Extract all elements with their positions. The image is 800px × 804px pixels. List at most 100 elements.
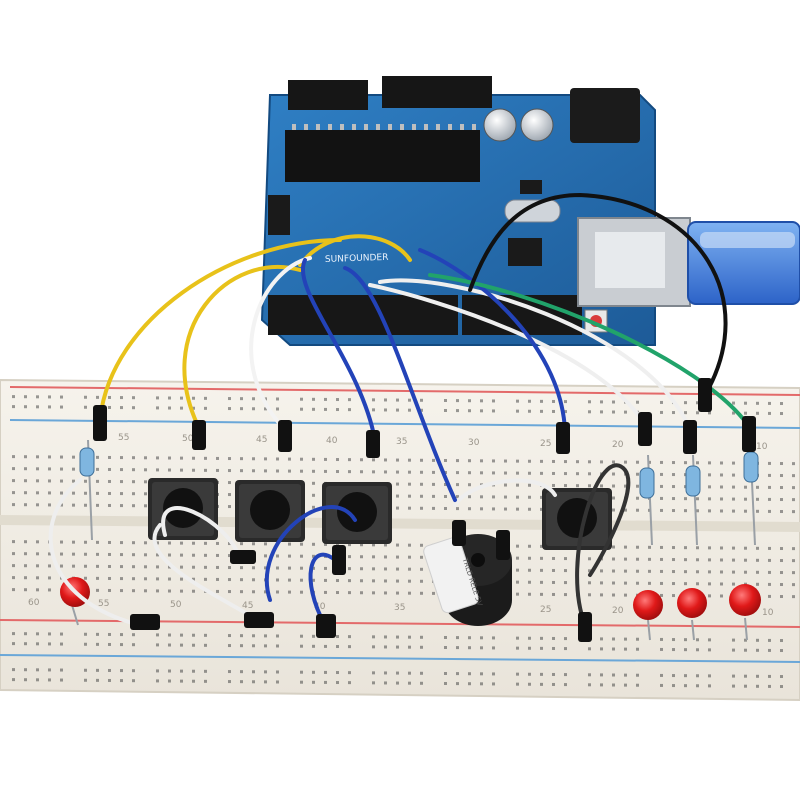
breadboard-hole [408, 635, 411, 639]
breadboard-hole [180, 565, 183, 569]
breadboard-hole [288, 566, 291, 570]
breadboard-hole [324, 407, 327, 411]
breadboard-hole [516, 471, 519, 475]
breadboard-hole [192, 396, 195, 400]
breadboard-hole [504, 459, 507, 463]
breadboard-hole [84, 632, 87, 636]
breadboard-hole [12, 540, 15, 544]
breadboard-hole [228, 644, 231, 648]
breadboard-hole [84, 678, 87, 682]
breadboard-hole [516, 672, 519, 676]
breadboard-hole [12, 576, 15, 580]
breadboard-hole [540, 471, 543, 475]
breadboard-hole [228, 481, 231, 485]
buzzer: TRLD RELE 5V [423, 534, 512, 626]
breadboard-hole [120, 669, 123, 673]
breadboard-hole [120, 589, 123, 593]
breadboard-hole [120, 565, 123, 569]
breadboard-hole [84, 395, 87, 399]
breadboard-hole [612, 545, 615, 549]
breadboard-hole [672, 461, 675, 465]
breadboard-hole [696, 684, 699, 688]
breadboard-hole [540, 495, 543, 499]
breadboard-hole [492, 507, 495, 511]
breadboard-hole [720, 594, 723, 598]
breadboard-hole [684, 461, 687, 465]
breadboard-hole [444, 470, 447, 474]
breadboard-hole [564, 683, 567, 687]
resistor [79, 439, 95, 541]
breadboard-hole [744, 648, 747, 652]
breadboard-hole [180, 679, 183, 683]
breadboard-hole [672, 582, 675, 586]
breadboard-hole [72, 455, 75, 459]
breadboard-hole [528, 495, 531, 499]
breadboard-hole [600, 400, 603, 404]
breadboard-hole [228, 680, 231, 684]
breadboard-hole [132, 468, 135, 472]
breadboard-hole [348, 681, 351, 685]
breadboard-hole [540, 580, 543, 584]
breadboard-hole [276, 566, 279, 570]
breadboard-hole [180, 589, 183, 593]
breadboard-hole [360, 579, 363, 583]
breadboard-hole [108, 491, 111, 495]
breadboard-hole [72, 540, 75, 544]
breadboard-hole [192, 679, 195, 683]
breadboard-hole [36, 668, 39, 672]
breadboard-hole [300, 578, 303, 582]
breadboard-hole [48, 552, 51, 556]
breadboard-hole [396, 398, 399, 402]
breadboard-hole [528, 556, 531, 560]
breadboard-hole [708, 461, 711, 465]
breadboard-hole [780, 559, 783, 563]
breadboard-hole [672, 473, 675, 477]
breadboard-hole [732, 638, 735, 642]
breadboard-hole [240, 578, 243, 582]
breadboard-hole [384, 398, 387, 402]
breadboard-hole [324, 590, 327, 594]
breadboard-hole [408, 408, 411, 412]
breadboard-hole [12, 632, 15, 636]
breadboard-hole [420, 555, 423, 559]
breadboard-hole [180, 643, 183, 647]
breadboard-hole [696, 401, 699, 405]
breadboard-hole [780, 675, 783, 679]
breadboard-hole [420, 645, 423, 649]
breadboard-hole [684, 638, 687, 642]
breadboard-hole [684, 509, 687, 513]
breadboard-hole [168, 577, 171, 581]
breadboard-hole [420, 470, 423, 474]
breadboard-hole [540, 556, 543, 560]
breadboard-hole [180, 633, 183, 637]
column-label-lower: 25 [540, 605, 551, 615]
breadboard-hole [12, 405, 15, 409]
breadboard-hole [12, 668, 15, 672]
breadboard-hole [228, 457, 231, 461]
breadboard-hole [348, 470, 351, 474]
breadboard-hole [492, 399, 495, 403]
breadboard-hole [684, 570, 687, 574]
breadboard-hole [456, 646, 459, 650]
breadboard-hole [120, 553, 123, 557]
bottom-rail-blue [0, 654, 800, 663]
breadboard-hole [48, 642, 51, 646]
breadboard: 55 50 45 40 35 30 25 20 15 10 60 55 50 4… [0, 378, 800, 702]
breadboard-hole [252, 634, 255, 638]
breadboard-hole [12, 564, 15, 568]
breadboard-hole [492, 471, 495, 475]
breadboard-hole [360, 567, 363, 571]
breadboard-hole [480, 471, 483, 475]
breadboard-hole [24, 668, 27, 672]
breadboard-hole [480, 636, 483, 640]
breadboard-hole [588, 410, 591, 414]
breadboard-hole [408, 506, 411, 510]
breadboard-hole [288, 578, 291, 582]
breadboard-hole [792, 498, 795, 502]
breadboard-hole [60, 395, 63, 399]
breadboard-hole [336, 470, 339, 474]
breadboard-hole [552, 459, 555, 463]
breadboard-hole [108, 564, 111, 568]
breadboard-hole [120, 492, 123, 496]
breadboard-hole [252, 542, 255, 546]
